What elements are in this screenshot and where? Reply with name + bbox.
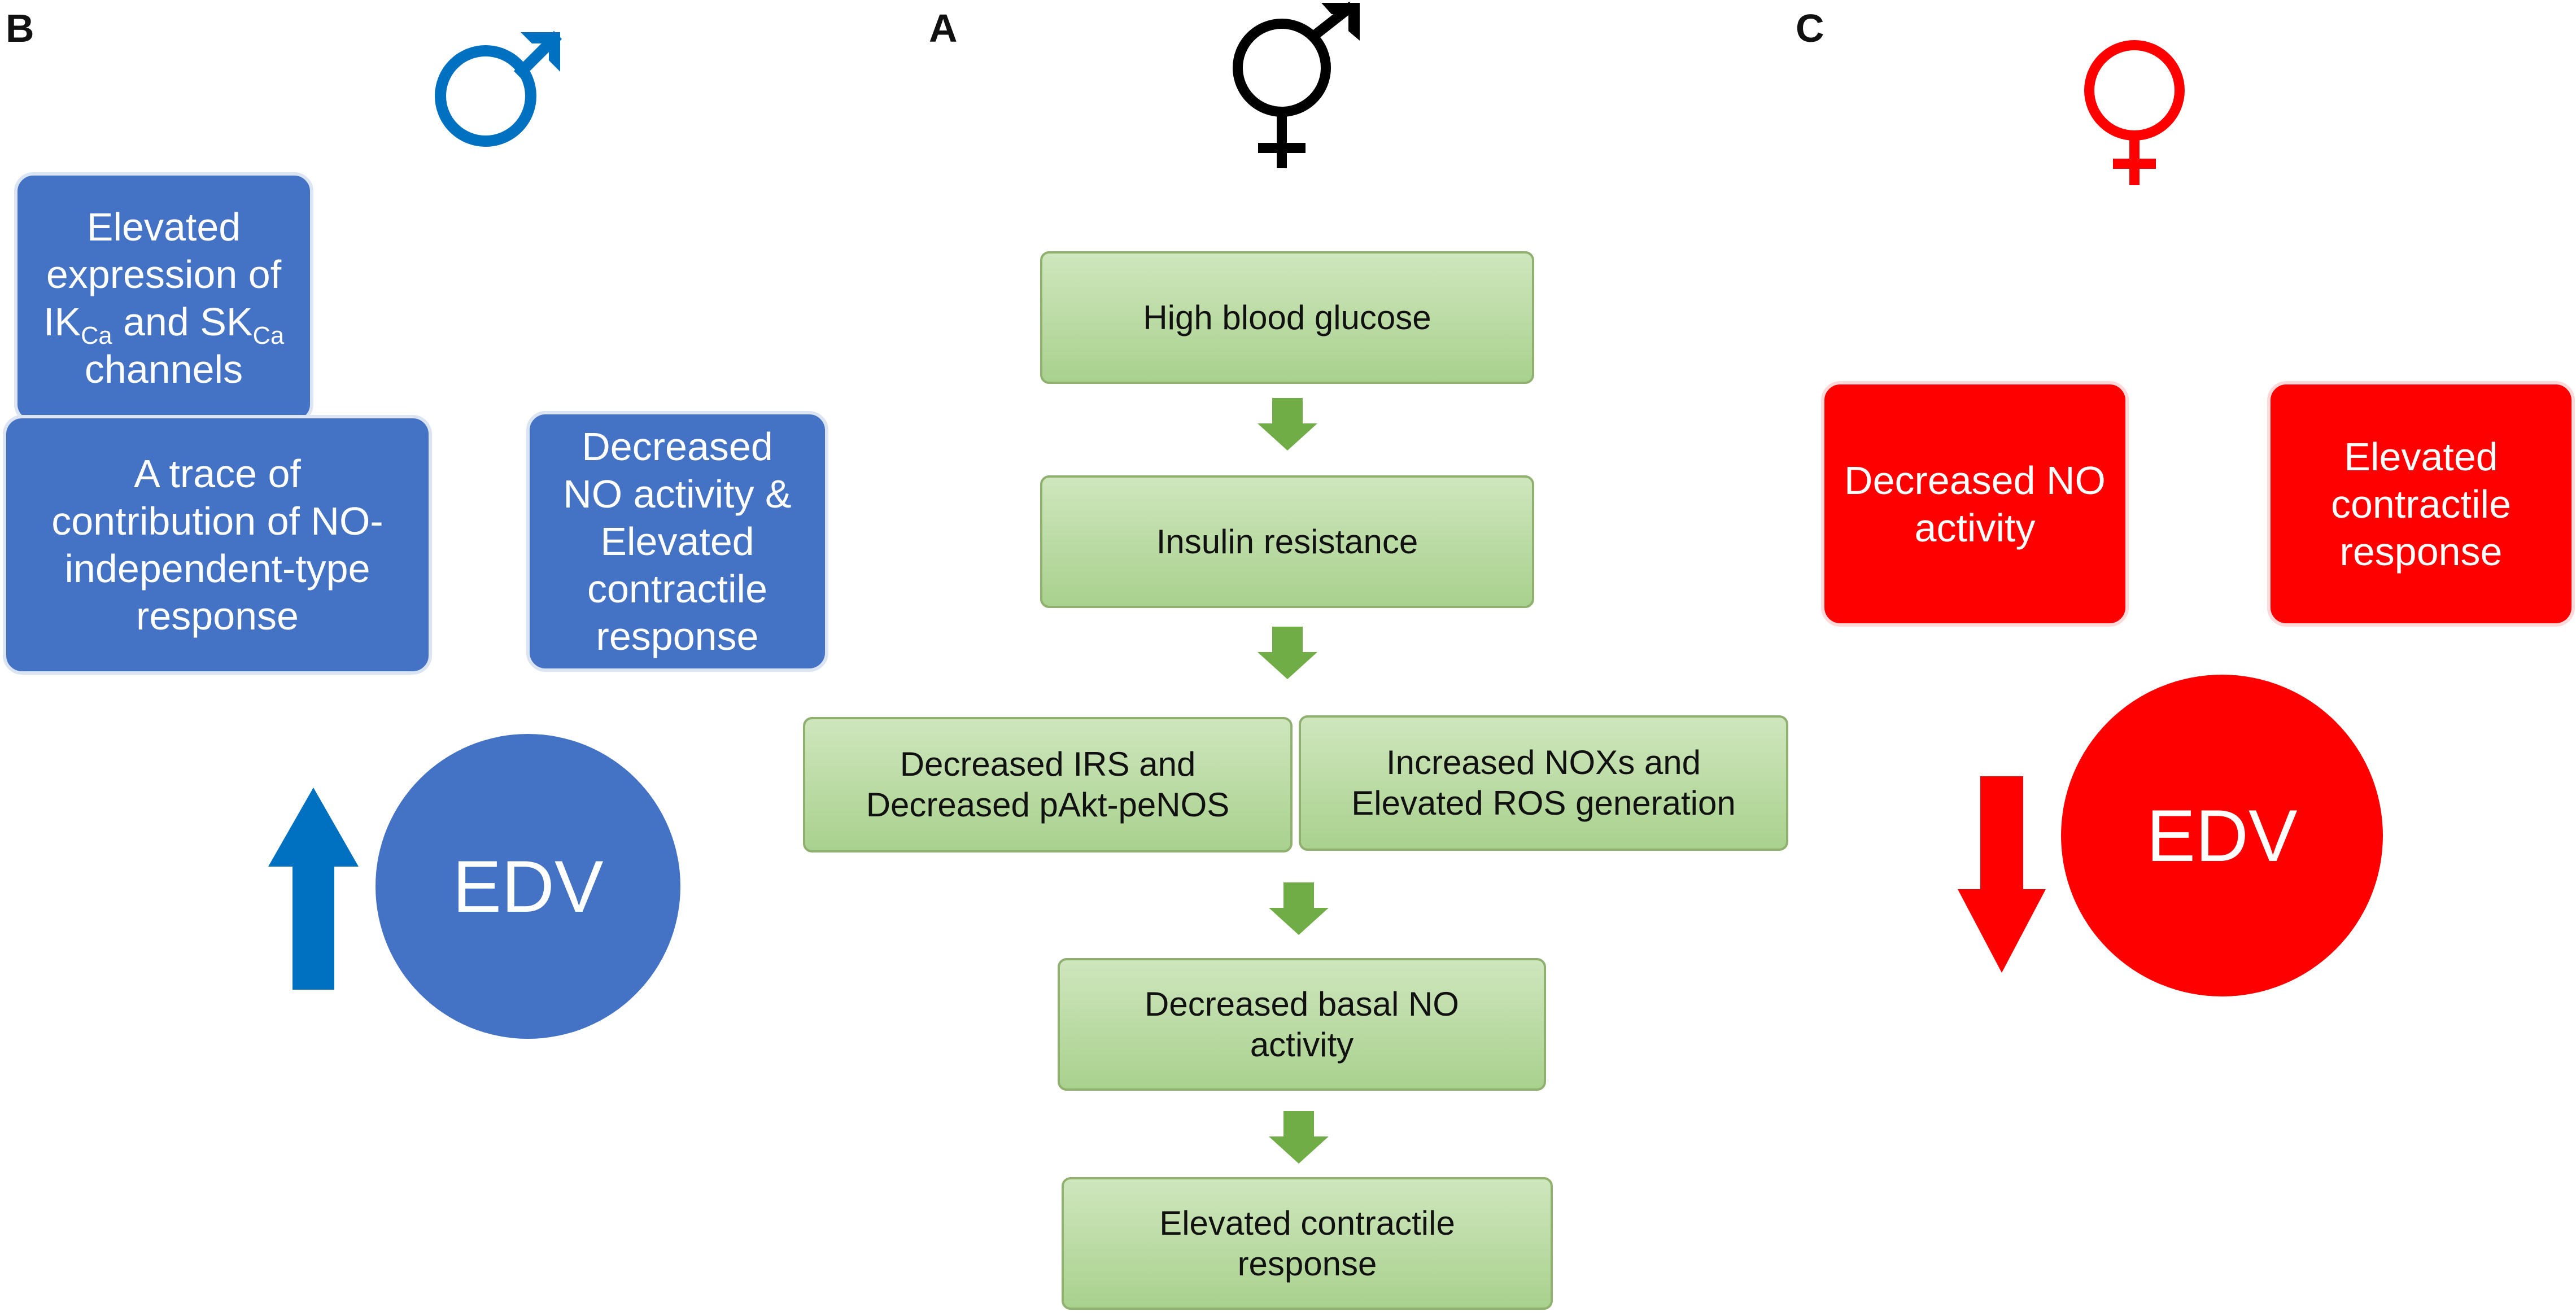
female-box-decreased-no: Decreased NO activity (1821, 381, 2129, 627)
box-text: channels (84, 347, 243, 391)
ca-subscript: Ca (252, 322, 285, 349)
step-label: activity (1250, 1025, 1354, 1064)
green-down-arrow-icon (1258, 398, 1317, 451)
up-arrow-icon (268, 788, 359, 990)
step-label: Decreased basal NO (1145, 985, 1459, 1023)
box-text: response (2339, 529, 2503, 574)
step-increased-noxs: Increased NOXs and Elevated ROS generati… (1299, 715, 1788, 851)
female-symbol-icon (2084, 40, 2185, 185)
box-text: Elevated (600, 519, 754, 563)
step-insulin-resistance: Insulin resistance (1040, 475, 1534, 608)
box-text: response (596, 614, 759, 658)
edv-label: EDV (2146, 794, 2298, 877)
box-text: NO activity & (563, 472, 792, 516)
panel-c-letter: C (1796, 6, 1824, 50)
box-text: Decreased (582, 425, 773, 469)
down-arrow-icon (1958, 776, 2046, 973)
step-label: Insulin resistance (1156, 522, 1418, 561)
step-label: High blood glucose (1143, 298, 1431, 336)
step-decreased-basal-no: Decreased basal NO activity (1058, 958, 1546, 1091)
step-label: Increased NOXs and (1386, 744, 1701, 781)
step-label: Decreased IRS and (900, 745, 1196, 783)
step-decreased-irs: Decreased IRS and Decreased pAkt-peNOS (803, 717, 1293, 852)
edv-label: EDV (452, 845, 604, 928)
box-text: independent-type (64, 546, 370, 591)
box-text: activity (1914, 505, 2036, 550)
box-text-channels: IKCa and SKCa (43, 298, 285, 349)
box-text: contractile (2330, 482, 2512, 526)
box-text: Elevated (2344, 434, 2498, 479)
box-text: expression of (46, 252, 282, 296)
male-symbol-icon (435, 30, 562, 147)
male-box-decreased-no: Decreased NO activity & Elevated contrac… (526, 411, 828, 672)
male-edv-circle: EDV (376, 734, 680, 1039)
box-text: Elevated (86, 204, 241, 249)
panel-b-letter: B (6, 6, 34, 50)
step-label: Decreased pAkt-peNOS (866, 786, 1230, 824)
female-box-elevated-contractile: Elevated contractile response (2267, 381, 2575, 627)
ca-subscript: Ca (81, 322, 112, 349)
box-text: response (136, 594, 299, 638)
box-text: A trace of (134, 452, 301, 496)
green-down-arrow-icon (1258, 627, 1317, 679)
intersex-symbol-icon (1233, 1, 1360, 168)
box-text: Decreased NO (1844, 458, 2106, 502)
box-text: contribution of NO- (51, 499, 383, 543)
panel-a-letter: A (929, 6, 958, 50)
green-down-arrow-icon (1269, 882, 1329, 935)
step-label: response (1237, 1244, 1377, 1283)
green-down-arrow-icon (1269, 1111, 1329, 1164)
ik-text: IK (43, 299, 81, 344)
box-text: contractile (587, 567, 768, 611)
step-elevated-contractile: Elevated contractile response (1062, 1177, 1553, 1310)
male-box-no-independent: A trace of contribution of NO- independe… (3, 415, 432, 675)
step-high-blood-glucose: High blood glucose (1040, 251, 1534, 384)
female-edv-circle: EDV (2061, 675, 2383, 996)
male-box-ikca-skca: Elevated expression of IKCa and SKCa cha… (14, 172, 313, 423)
and-sk-text: and SK (112, 299, 253, 344)
step-label: Elevated contractile (1159, 1204, 1455, 1242)
step-label: Elevated ROS generation (1351, 784, 1736, 822)
